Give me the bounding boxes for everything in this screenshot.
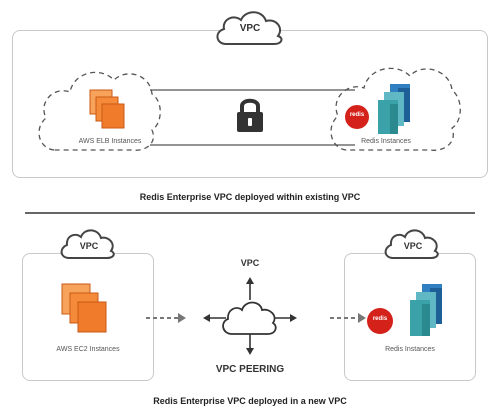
bottom-caption: Redis Enterprise VPC deployed in a new V… <box>153 396 347 406</box>
top-right-instances-label: Redis Instances <box>361 138 411 145</box>
bottom-redis-logo-icon <box>367 308 393 334</box>
bottom-redis-badge-text: redis <box>372 316 388 322</box>
bottom-left-instances-label: AWS EC2 Instances <box>56 346 120 353</box>
bottom-right-instances-label: Redis Instances <box>385 346 435 353</box>
top-vpc-label: VPC <box>239 23 261 34</box>
bottom-right-vpc-cloud-icon <box>384 229 439 259</box>
top-connector-lines <box>150 89 355 146</box>
top-caption: Redis Enterprise VPC deployed within exi… <box>139 192 361 202</box>
vpc-peering-label: VPC PEERING <box>215 364 285 375</box>
top-left-subnet-cloud <box>38 71 161 151</box>
bottom-left-vpc-label: VPC <box>79 241 99 251</box>
bottom-left-vpc-cloud-icon <box>60 229 115 259</box>
section-divider <box>25 212 475 214</box>
lock-icon <box>237 98 263 132</box>
bottom-right-vpc-label: VPC <box>403 241 423 251</box>
top-left-instances-label: AWS ELB Instances <box>78 138 142 145</box>
top-ec2-instances-icon <box>89 89 125 129</box>
vpc-peering-cloud-icon <box>203 277 297 355</box>
bottom-redis-instances-icon <box>410 284 442 336</box>
top-redis-badge-text: redis <box>349 112 365 118</box>
bottom-ec2-instances-icon <box>61 283 107 333</box>
top-redis-logo-icon <box>345 105 369 129</box>
top-redis-instances-icon <box>378 84 410 134</box>
top-right-subnet-cloud <box>330 67 461 151</box>
top-vpc-cloud-icon <box>216 11 283 45</box>
center-vpc-label: VPC <box>240 258 260 268</box>
